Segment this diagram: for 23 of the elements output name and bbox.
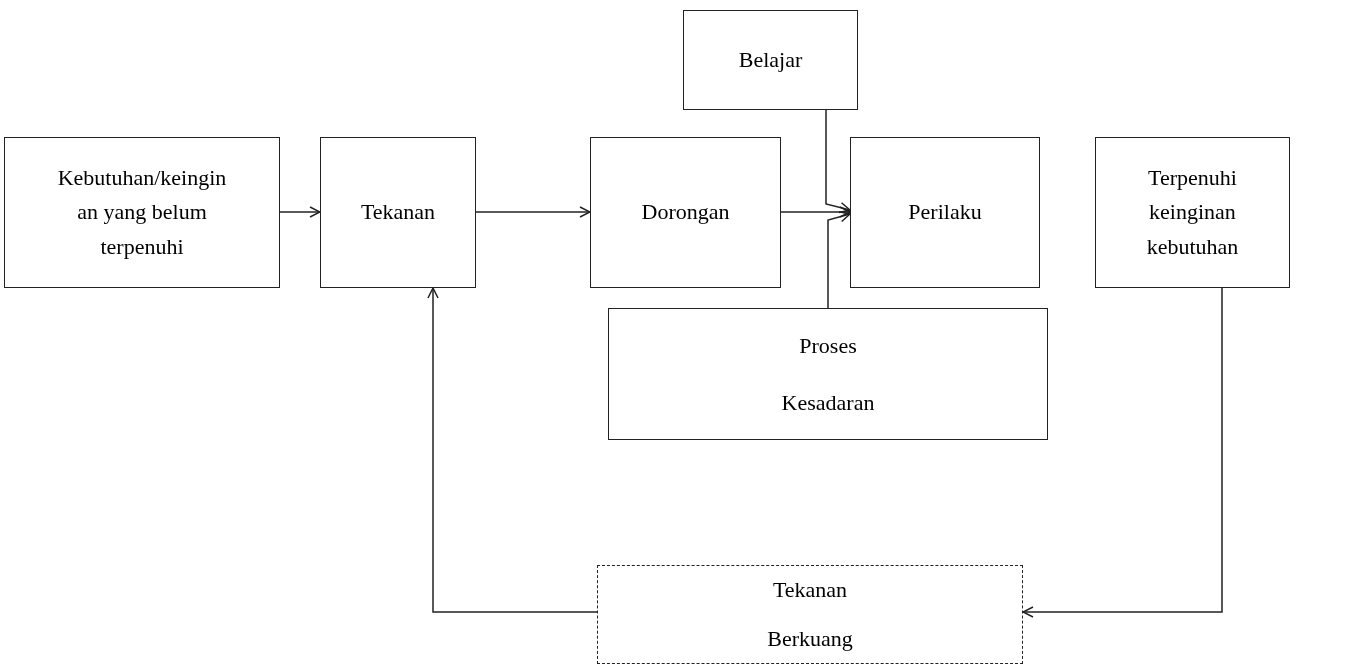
arrow bbox=[279, 206, 321, 218]
process-box bbox=[683, 10, 858, 110]
arrow bbox=[427, 287, 598, 613]
arrow bbox=[1022, 287, 1223, 618]
box-label: Dorongan bbox=[641, 198, 730, 227]
box-label: Tekanan Berkuang bbox=[766, 576, 854, 653]
process-box bbox=[320, 137, 476, 288]
process-box bbox=[4, 137, 280, 288]
box-label: Proses Kesadaran bbox=[780, 331, 876, 417]
arrow bbox=[475, 206, 591, 218]
process-box bbox=[608, 308, 1048, 440]
process-box bbox=[1095, 137, 1290, 288]
box-label: Perilaku bbox=[908, 198, 982, 227]
arrow bbox=[780, 206, 851, 218]
arrow bbox=[825, 109, 851, 214]
process-box bbox=[850, 137, 1040, 288]
box-label: Tekanan bbox=[360, 198, 436, 227]
dashed-box bbox=[597, 565, 1023, 664]
box-label: Kebutuhan/keinginan yang belum terpenuhi bbox=[56, 164, 228, 261]
box-label: Belajar bbox=[738, 45, 803, 74]
arrow bbox=[827, 211, 851, 309]
process-box bbox=[590, 137, 781, 288]
box-label: Terpenuhi keinginan kebutuhan bbox=[1145, 164, 1240, 261]
